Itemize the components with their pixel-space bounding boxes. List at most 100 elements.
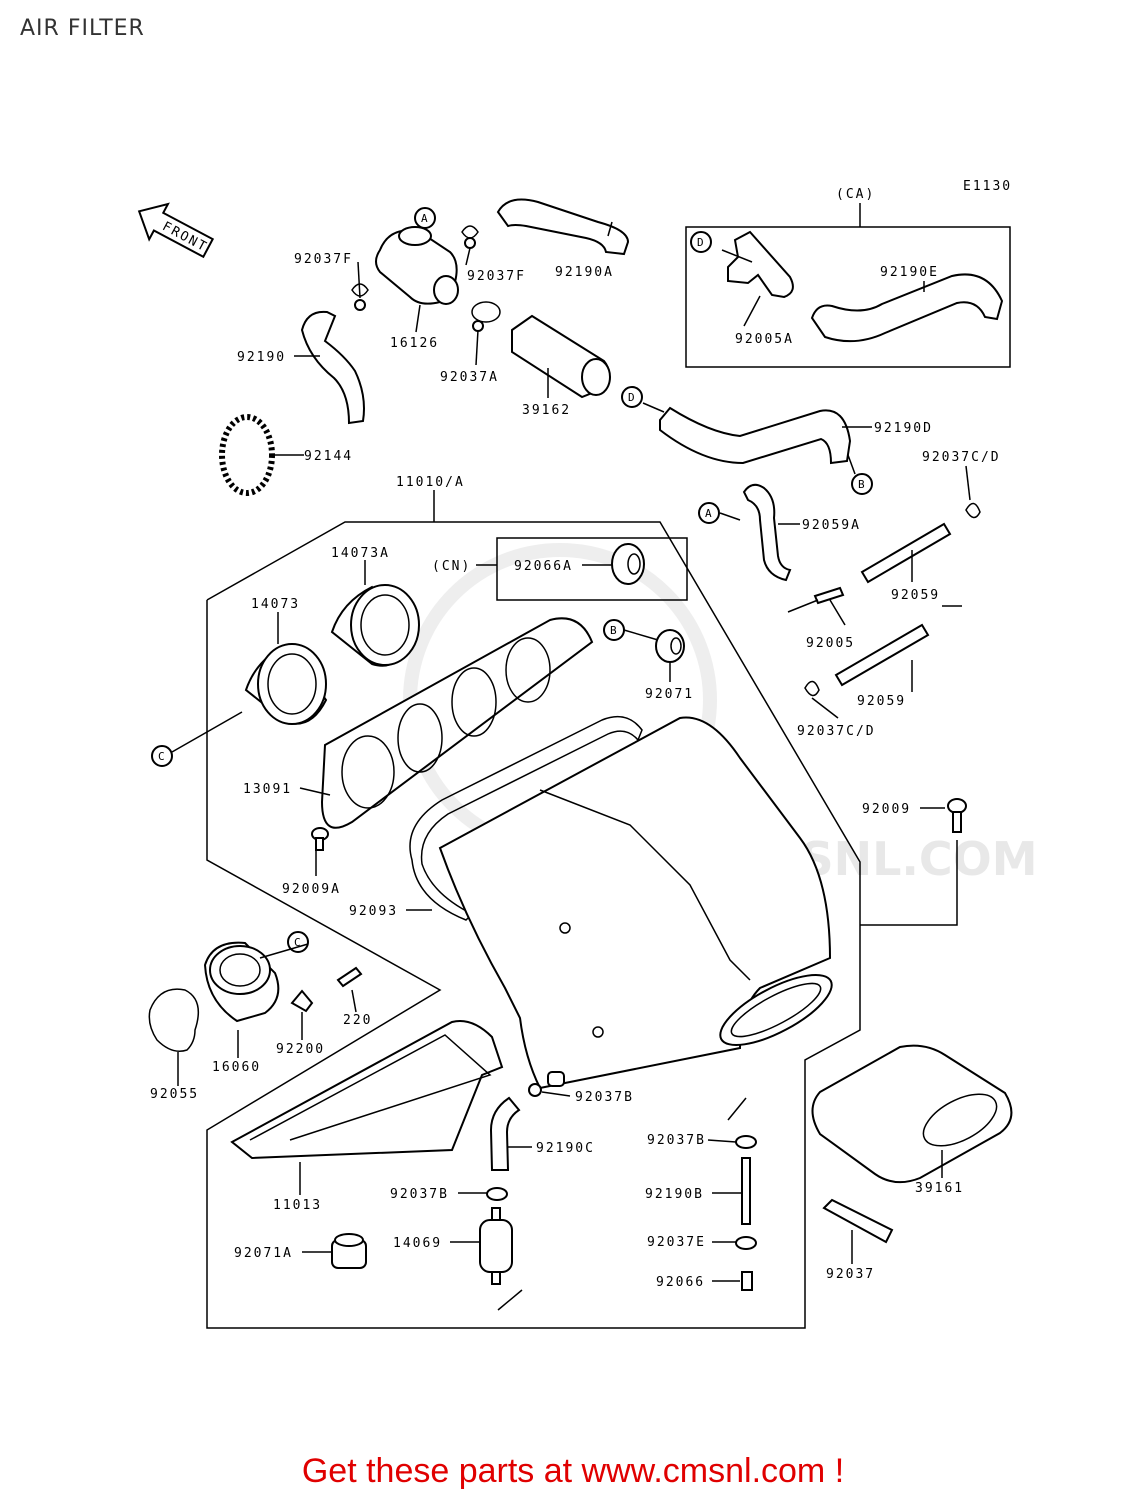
part-label-92200: 92200 (276, 1042, 325, 1057)
part-label-92037CD-top: 92037C/D (922, 450, 1001, 465)
svg-text:C: C (294, 936, 301, 949)
part-label-14073: 14073 (251, 597, 300, 612)
ref-a-mid: A (698, 502, 720, 524)
valve-16126 (375, 226, 459, 305)
ref-d-mid: D (621, 386, 643, 408)
part-label-92059A: 92059A (802, 518, 861, 533)
part-label-92190D: 92190D (874, 421, 933, 436)
plate-13091 (320, 617, 594, 829)
part-label-39162: 39162 (522, 403, 571, 418)
part-label-16060: 16060 (212, 1060, 261, 1075)
holder-16060 (203, 941, 280, 1023)
svg-text:D: D (628, 391, 635, 404)
bolt-92009 (947, 798, 967, 833)
grommet-92071A (331, 1233, 367, 1269)
screw-220 (336, 966, 363, 988)
clip-92037B-box (528, 1071, 565, 1097)
clip-92037B-mid (486, 1187, 508, 1201)
ref-a-top: A (414, 207, 436, 229)
cap-92066 (741, 1271, 753, 1291)
rod-92059-bottom (834, 623, 930, 687)
part-label-92066: 92066 (656, 1275, 705, 1290)
part-label-13091: 13091 (243, 782, 292, 797)
part-label-92055: 92055 (150, 1087, 199, 1102)
oring-92055 (148, 988, 200, 1052)
part-label-92037F-left: 92037F (294, 252, 353, 267)
bracket-92037 (822, 1198, 894, 1244)
hose-92190D (659, 406, 852, 465)
part-label-92059-bottom: 92059 (857, 694, 906, 709)
grommet-92071 (655, 629, 685, 663)
rod-92059-top (860, 522, 952, 584)
clip-92037E (735, 1236, 757, 1250)
funnel-14073A (330, 584, 420, 667)
clip-92037CD-top (965, 502, 981, 519)
diagram-code: E1130 (963, 179, 1012, 194)
part-label-92037CD-bottom: 92037C/D (797, 724, 876, 739)
part-label-92037B-box: 92037B (575, 1090, 634, 1105)
parts-diagram: WWW.CMSNL.COM FRONT E1130 (CA) (137, 179, 1038, 1329)
part-label-92071: 92071 (645, 687, 694, 702)
page-title: AIR FILTER (20, 16, 145, 41)
funnel-14073 (244, 643, 328, 725)
part-label-92009A: 92009A (282, 882, 341, 897)
clip-92037B-low (735, 1135, 757, 1149)
leader-lines (171, 221, 971, 1282)
ref-b-mid: B (603, 619, 625, 641)
hose-92190 (300, 310, 365, 425)
clip-92037F-right (461, 225, 479, 249)
part-label-92037B-mid: 92037B (647, 1133, 706, 1148)
part-label-92037B-low: 92037B (390, 1187, 449, 1202)
part-label-14073A: 14073A (331, 546, 390, 561)
part-label-92005A: 92005A (735, 332, 794, 347)
part-label-92059-top: 92059 (891, 588, 940, 603)
part-label-16126: 16126 (390, 336, 439, 351)
ref-b-top: B (851, 473, 873, 495)
canister-39162 (511, 314, 611, 399)
hose-92190E (810, 273, 1004, 343)
airbox-housing (438, 716, 833, 1090)
separator-14069 (479, 1207, 513, 1285)
clip-92037F-left (351, 283, 369, 311)
part-label-39161: 39161 (915, 1181, 964, 1196)
part-label-92066A: 92066A (514, 559, 573, 574)
part-label-92009: 92009 (862, 802, 911, 817)
airbox-outline (206, 521, 861, 1329)
part-label-92190: 92190 (237, 350, 286, 365)
part-label-92037A: 92037A (440, 370, 499, 385)
part-label-11010A: 11010/A (396, 475, 465, 490)
joint-92005 (813, 586, 845, 605)
canister-39161 (811, 1044, 1013, 1184)
svg-text:C: C (158, 750, 165, 763)
front-arrow-icon: FRONT (137, 202, 215, 259)
part-label-92071A: 92071A (234, 1246, 293, 1261)
cn-group-box (496, 537, 688, 601)
ref-c-holder: C (287, 931, 309, 953)
part-label-92190A: 92190A (555, 265, 614, 280)
svg-text:A: A (421, 212, 428, 225)
tube-92190B (741, 1157, 751, 1225)
bolt-92009A (311, 827, 329, 851)
part-label-220: 220 (343, 1013, 372, 1028)
svg-text:D: D (697, 236, 704, 249)
svg-text:B: B (610, 624, 617, 637)
part-label-92037E: 92037E (647, 1235, 706, 1250)
ca-group-label: (CA) (836, 187, 875, 202)
ref-c-left: C (151, 745, 173, 767)
svg-text:B: B (858, 478, 865, 491)
cn-group-label: (CN) (432, 559, 471, 574)
ref-d-ca: D (690, 231, 712, 253)
plate-92200 (290, 989, 314, 1013)
part-label-92190B: 92190B (645, 1187, 704, 1202)
part-label-14069: 14069 (393, 1236, 442, 1251)
clip-92037CD-bottom (804, 680, 820, 697)
part-label-92190C: 92190C (536, 1141, 595, 1156)
gasket-92093 (409, 715, 643, 921)
footer-promo-link[interactable]: Get these parts at www.cmsnl.com ! (301, 1452, 845, 1490)
part-label-92037F-right: 92037F (467, 269, 526, 284)
grommet-92066A (611, 543, 645, 585)
hose-92059A (742, 483, 792, 582)
svg-text:A: A (705, 507, 712, 520)
part-label-92005: 92005 (806, 636, 855, 651)
hose-92190A (496, 198, 630, 256)
